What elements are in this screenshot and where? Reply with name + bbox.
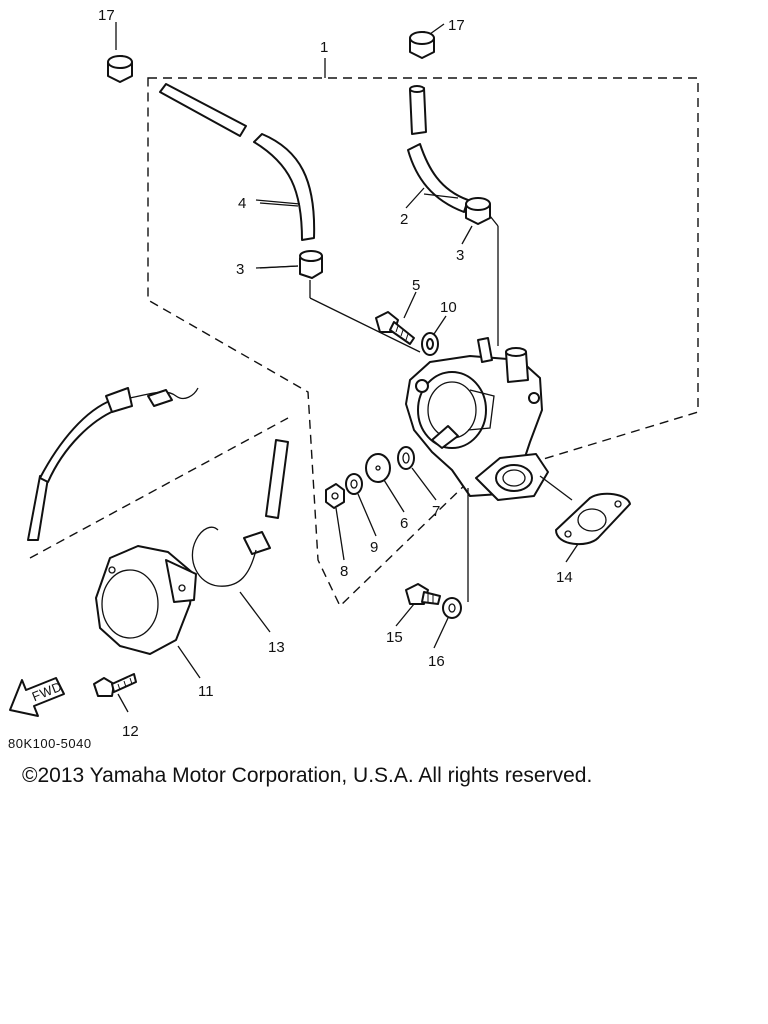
- callout-16: 16: [428, 653, 445, 670]
- bolt-15: [405, 583, 441, 605]
- cable-boundary: [29, 417, 289, 559]
- callout-3-left: 3: [236, 261, 244, 278]
- callout-12: 12: [122, 723, 139, 740]
- callout-6: 6: [400, 515, 408, 532]
- callout-10: 10: [440, 299, 457, 316]
- callout-9: 9: [370, 539, 378, 556]
- callout-13: 13: [268, 639, 285, 656]
- washer-6: [365, 453, 391, 483]
- hose-4: [159, 83, 316, 241]
- fwd-arrow-icon: FWD: [9, 677, 65, 717]
- callout-7: 7: [432, 503, 440, 520]
- cover-11: [95, 545, 197, 655]
- screw-12: [93, 673, 137, 697]
- callout-8: 8: [340, 563, 348, 580]
- callout-14: 14: [556, 569, 573, 586]
- clamp-3-right: [465, 197, 491, 225]
- washer-9: [345, 473, 363, 495]
- cable-upper: [27, 387, 199, 541]
- callout-assembly-1: 1: [320, 39, 328, 56]
- clamp-3-left: [299, 250, 323, 279]
- callout-15: 15: [386, 629, 403, 646]
- callout-17-right: 17: [448, 17, 465, 34]
- gasket-14: [555, 492, 631, 546]
- oil-pump-body: [405, 337, 549, 501]
- callout-2: 2: [400, 211, 408, 228]
- callout-5: 5: [412, 277, 420, 294]
- washer-10: [421, 332, 439, 356]
- cable-13: [191, 439, 289, 587]
- hose-2: [407, 85, 469, 213]
- callout-17-left: 17: [98, 7, 115, 24]
- figure-code: 80K100-5040: [8, 736, 92, 751]
- assembly-boundary: [147, 77, 699, 608]
- cap-17-left: [107, 55, 133, 83]
- bolt-5: [375, 311, 415, 345]
- callout-3-right: 3: [456, 247, 464, 264]
- cap-17-right: [409, 31, 435, 59]
- washer-7: [397, 446, 415, 470]
- nut-8: [325, 483, 345, 509]
- washer-16: [442, 597, 462, 619]
- parts-diagram: FWD 1 17 17 4 2 3 3 5 10 7 6 9 8 14 13 1…: [8, 7, 699, 751]
- callout-11: 11: [198, 683, 214, 700]
- copyright-notice: ©2013 Yamaha Motor Corporation, U.S.A. A…: [22, 764, 593, 787]
- callout-4: 4: [238, 195, 246, 212]
